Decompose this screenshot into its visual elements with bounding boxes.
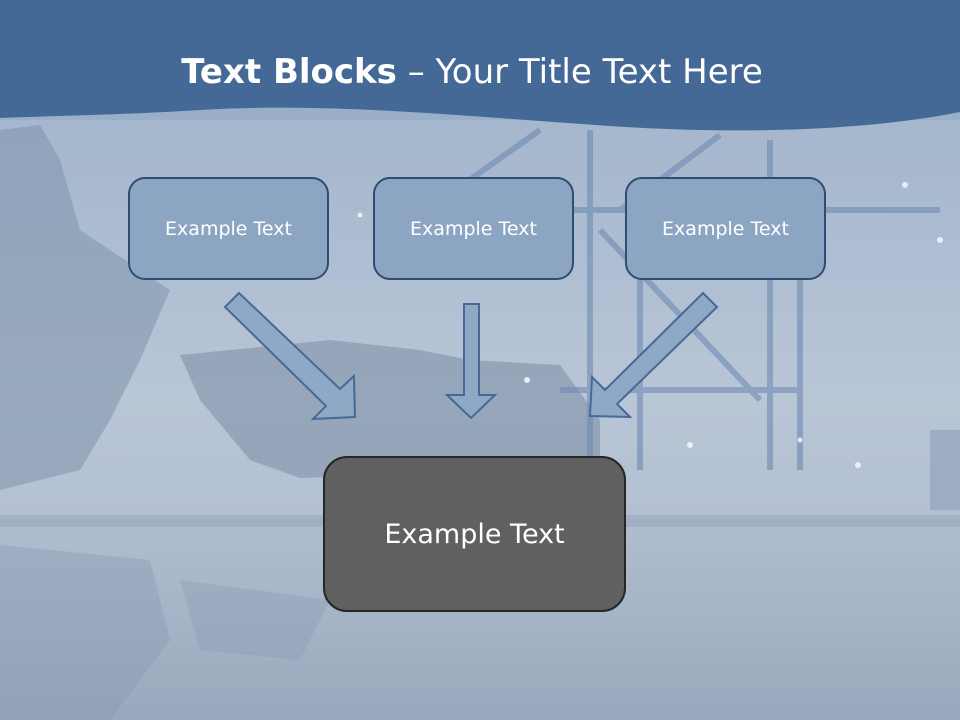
building-silhouette xyxy=(930,430,960,510)
water-reflection-center xyxy=(180,580,330,660)
left-ship-silhouette xyxy=(0,125,170,490)
port-lights xyxy=(357,182,943,468)
arrow-left xyxy=(223,291,357,421)
water-reflection-left xyxy=(0,545,170,720)
arrow-right xyxy=(588,291,719,419)
text-block-1-label: Example Text xyxy=(165,217,292,240)
text-block-2: Example Text xyxy=(373,177,574,280)
text-block-3: Example Text xyxy=(625,177,826,280)
header-band xyxy=(0,0,960,131)
text-block-2-label: Example Text xyxy=(410,217,537,240)
text-block-3-label: Example Text xyxy=(662,217,789,240)
slide-title: Text Blocks – Your Title Text Here xyxy=(0,52,944,92)
main-text-block: Example Text xyxy=(323,456,626,612)
title-rest-text: Your Title Text Here xyxy=(435,52,763,92)
title-dash: – xyxy=(396,52,436,92)
main-text-block-label: Example Text xyxy=(384,518,565,550)
title-bold-text: Text Blocks xyxy=(181,52,397,92)
text-block-1: Example Text xyxy=(128,177,329,280)
central-ship-silhouette xyxy=(180,340,600,478)
arrow-center xyxy=(444,303,498,420)
